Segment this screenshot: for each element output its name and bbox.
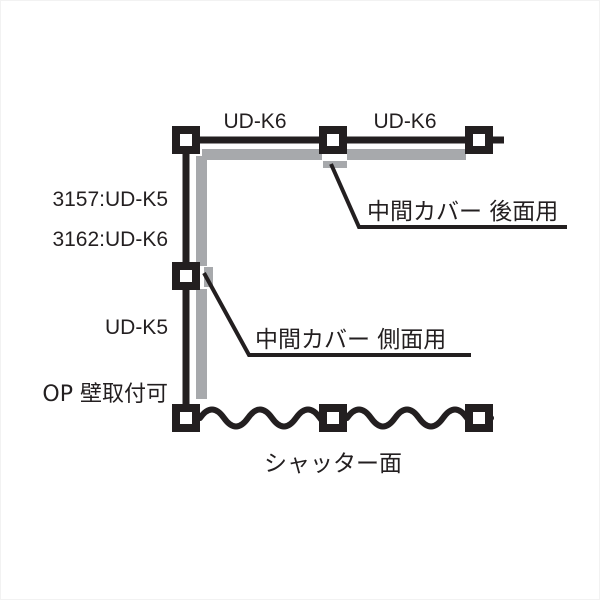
cover-side-joint-piece [204, 267, 213, 287]
rails-group [182, 136, 504, 416]
node-bottom-middle [319, 404, 347, 432]
label-top-rail-left: UD-K6 [223, 110, 286, 133]
label-wall-mount-option: OP 壁取付可 [42, 382, 168, 407]
label-shutter-face: シャッター面 [264, 451, 402, 477]
leader-line-cover-rear [329, 163, 567, 229]
cover-bars-group [196, 149, 466, 399]
node-bottom-left [172, 404, 200, 432]
label-left-rail-lower: UD-K5 [105, 316, 168, 339]
node-corner-top-left [172, 126, 200, 154]
cover-rear-segment-left [202, 149, 322, 160]
label-cover-side: 中間カバー 側面用 [255, 327, 446, 353]
label-cover-rear: 中間カバー 後面用 [367, 199, 558, 225]
cover-side-segment-lower [196, 289, 207, 399]
cover-rear-joint-piece [323, 161, 347, 168]
node-left-middle [172, 262, 200, 290]
cover-rear-segment-right [347, 149, 466, 160]
label-top-rail-right: UD-K6 [373, 110, 436, 133]
cover-side-segment-upper [196, 156, 207, 266]
leader-line-cover-side [202, 272, 471, 357]
node-bottom-right [465, 404, 493, 432]
node-top-middle [319, 126, 347, 154]
node-top-right-end [465, 126, 493, 154]
leader-lines-group [202, 163, 567, 357]
joint-nodes-group [172, 126, 493, 432]
label-left-code-1: 3157:UD-K5 [52, 188, 168, 211]
label-left-code-2: 3162:UD-K6 [52, 228, 168, 251]
